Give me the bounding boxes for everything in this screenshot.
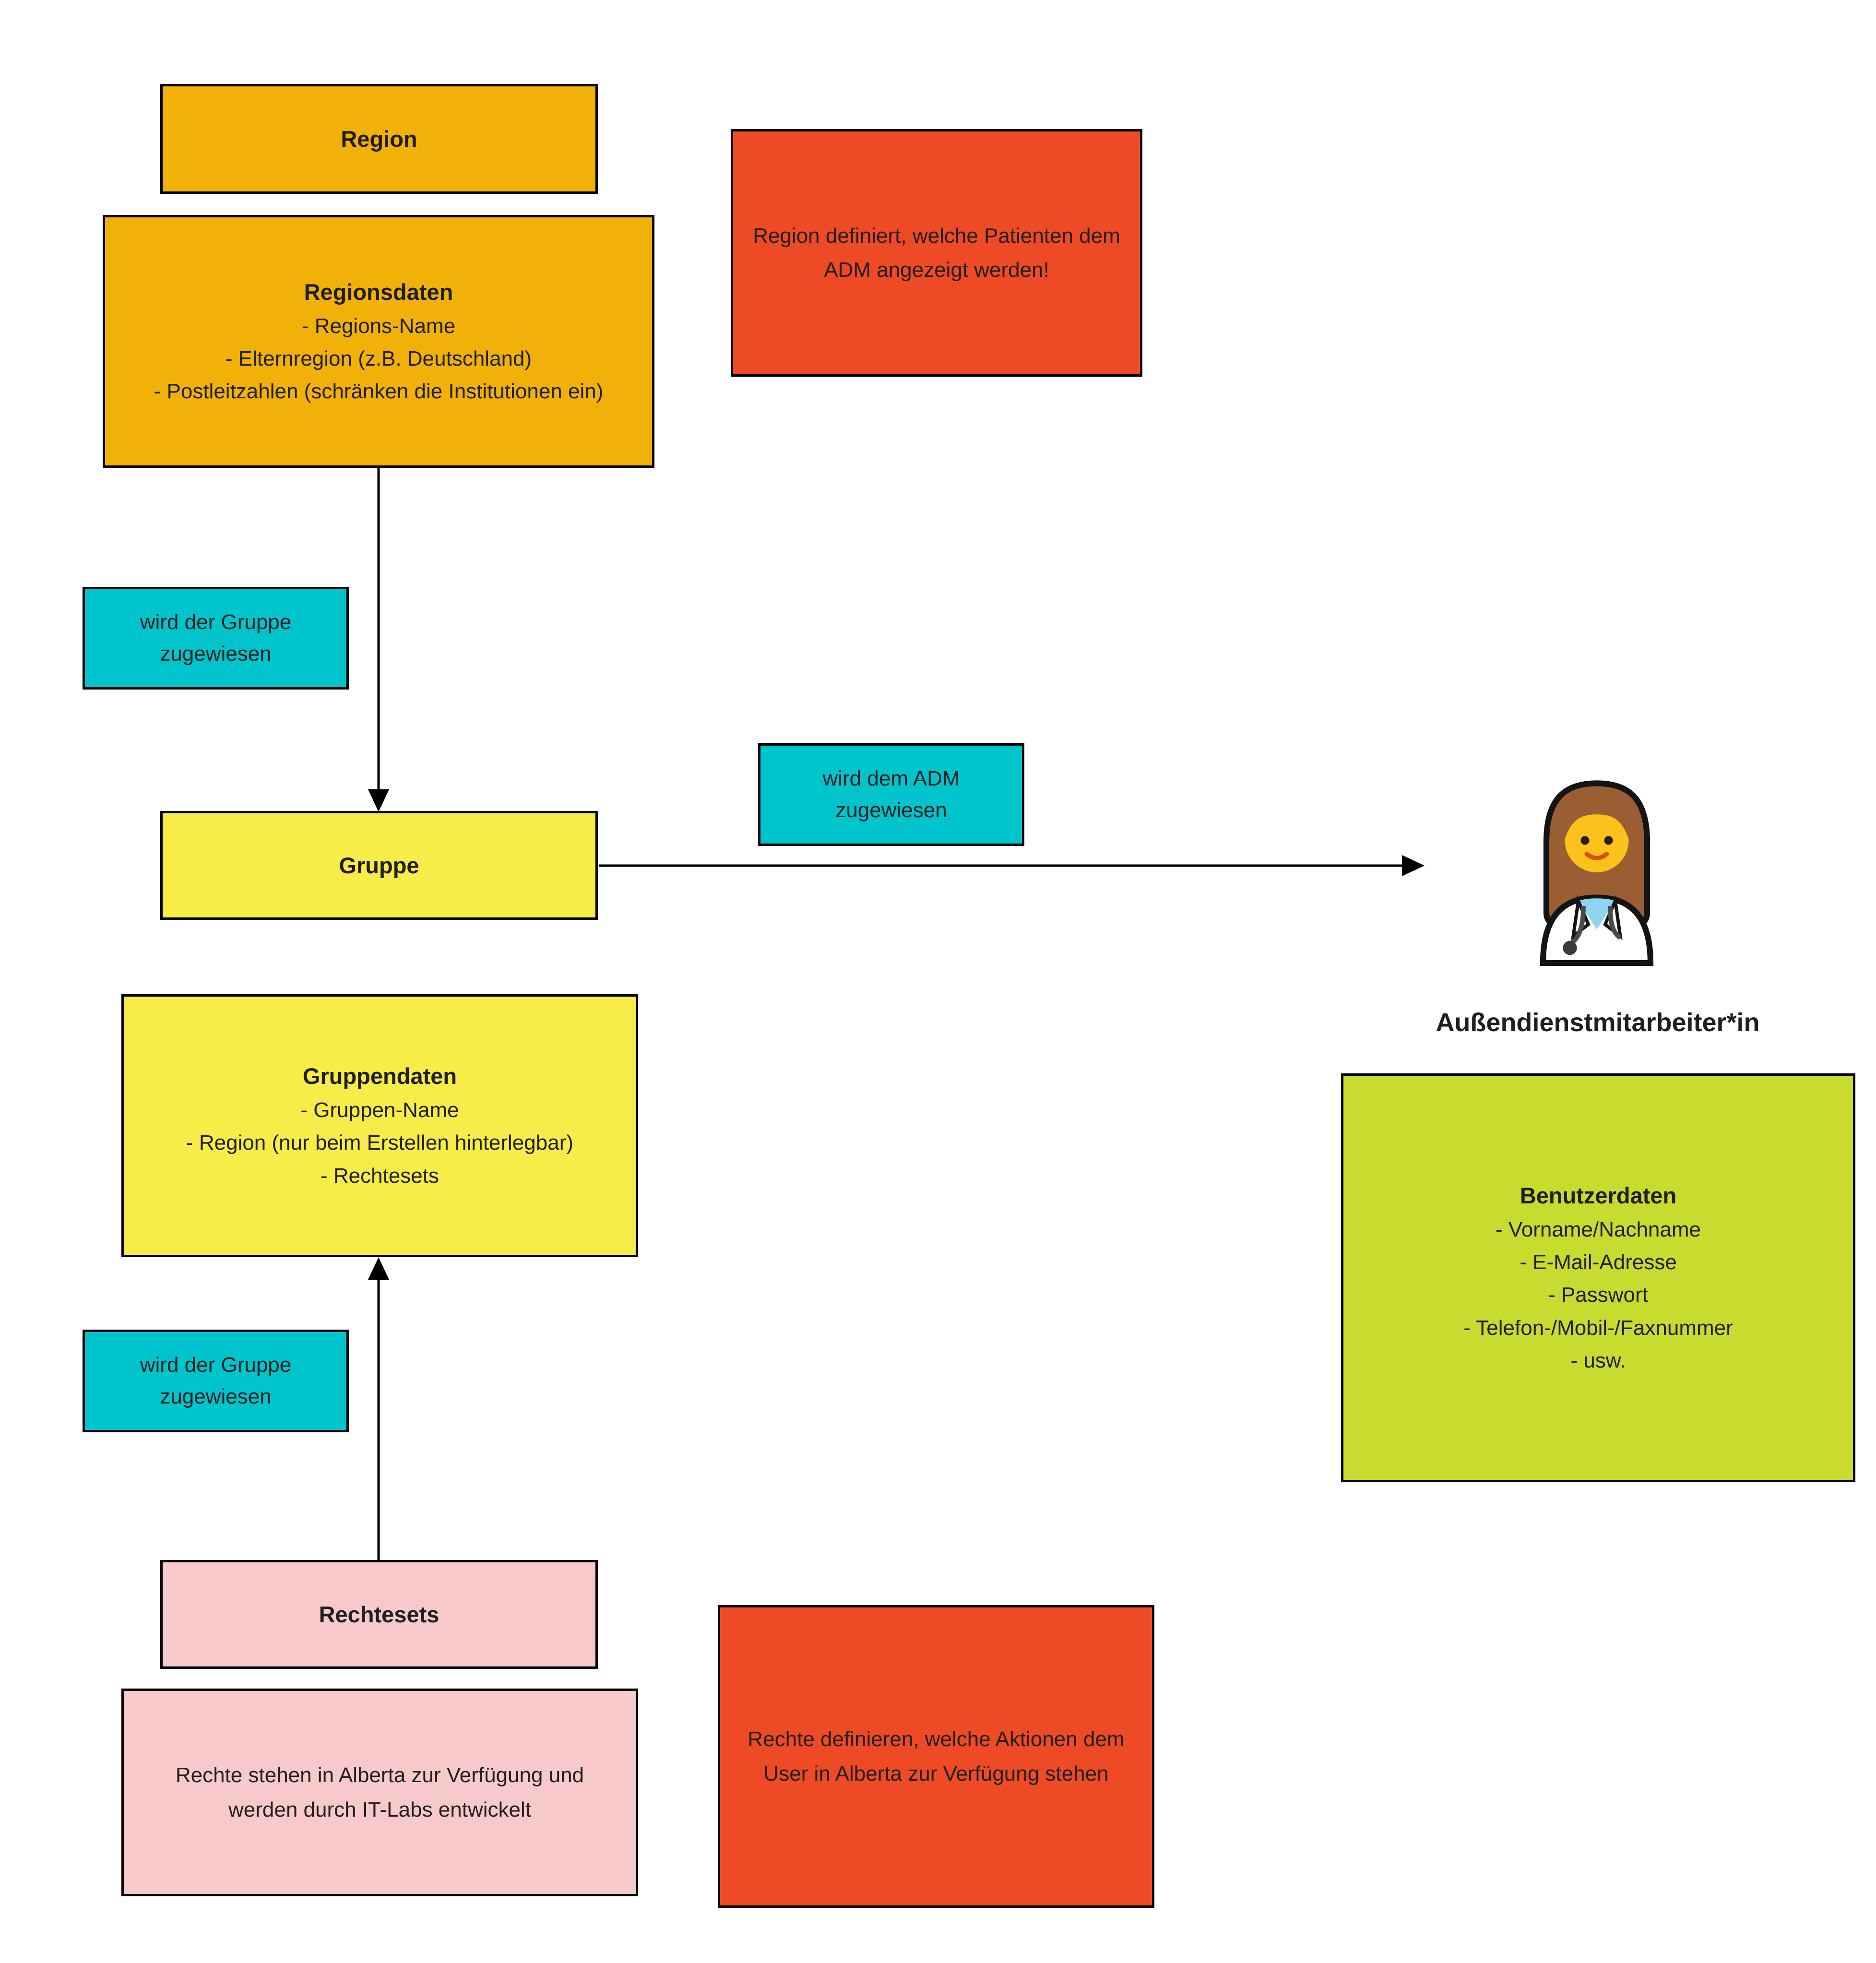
- region-note-text: Region definiert, welche Patienten dem A…: [753, 224, 1120, 282]
- rechtesets-node: Rechtesets: [160, 1560, 598, 1669]
- benutzerdaten-line: - E-Mail-Adresse: [1520, 1250, 1677, 1274]
- region-node: Region: [160, 84, 598, 194]
- arrow-region-to-gruppe: [368, 468, 389, 812]
- edge-label-region-to-gruppe: wird der Gruppe zugewiesen: [83, 587, 349, 690]
- edge-label-text: wird der Gruppe zugewiesen: [140, 610, 292, 666]
- edge-label-rechtesets-to-gruppe: wird der Gruppe zugewiesen: [83, 1330, 349, 1432]
- gruppendaten-line: - Region (nur beim Erstellen hinterlegba…: [186, 1131, 574, 1155]
- gruppe-node-label: Gruppe: [339, 853, 419, 878]
- gruppe-node: Gruppe: [160, 811, 598, 920]
- arrow-rechtesets-to-gruppendaten: [368, 1257, 389, 1560]
- gruppendaten-line: - Rechtesets: [321, 1164, 439, 1188]
- benutzerdaten-title: Benutzerdaten: [1520, 1183, 1677, 1209]
- region-note: Region definiert, welche Patienten dem A…: [731, 129, 1142, 377]
- edge-label-text: wird der Gruppe zugewiesen: [140, 1353, 292, 1408]
- benutzerdaten-line: - Telefon-/Mobil-/Faxnummer: [1463, 1316, 1733, 1340]
- edge-label-gruppe-to-adm: wird dem ADM zugewiesen: [758, 743, 1024, 846]
- regionsdaten-title: Regionsdaten: [304, 279, 453, 305]
- arrow-gruppe-to-adm: [599, 855, 1425, 876]
- gruppendaten-title: Gruppendaten: [302, 1063, 457, 1089]
- rechte-alberta-note: Rechte stehen in Alberta zur Verfügung u…: [121, 1689, 638, 1896]
- benutzerdaten-node: Benutzerdaten - Vorname/Nachname - E-Mai…: [1341, 1073, 1855, 1482]
- regionsdaten-line: - Regions-Name: [301, 314, 456, 338]
- gruppendaten-node: Gruppendaten - Gruppen-Name - Region (nu…: [121, 994, 638, 1257]
- benutzerdaten-line: - Passwort: [1548, 1283, 1648, 1307]
- rechte-definieren-note-text: Rechte definieren, welche Aktionen dem U…: [748, 1727, 1125, 1785]
- rechte-alberta-note-text: Rechte stehen in Alberta zur Verfügung u…: [175, 1763, 584, 1821]
- edge-label-text: wird dem ADM zugewiesen: [822, 767, 960, 822]
- region-node-label: Region: [341, 126, 417, 152]
- regionsdaten-line: - Elternregion (z.B. Deutschland): [225, 346, 532, 370]
- benutzerdaten-line: - Vorname/Nachname: [1496, 1217, 1701, 1241]
- benutzerdaten-line: - usw.: [1570, 1348, 1626, 1372]
- regionsdaten-line: - Postleitzahlen (schränken die Institut…: [154, 380, 604, 404]
- woman-health-worker-icon: [1496, 767, 1698, 978]
- rechtesets-node-label: Rechtesets: [319, 1602, 439, 1627]
- rechte-definieren-note: Rechte definieren, welche Aktionen dem U…: [718, 1605, 1154, 1908]
- regionsdaten-node: Regionsdaten - Regions-Name - Elternregi…: [103, 215, 654, 468]
- adm-label: Außendienstmitarbeiter*in: [1436, 1008, 1760, 1037]
- gruppendaten-line: - Gruppen-Name: [300, 1098, 459, 1122]
